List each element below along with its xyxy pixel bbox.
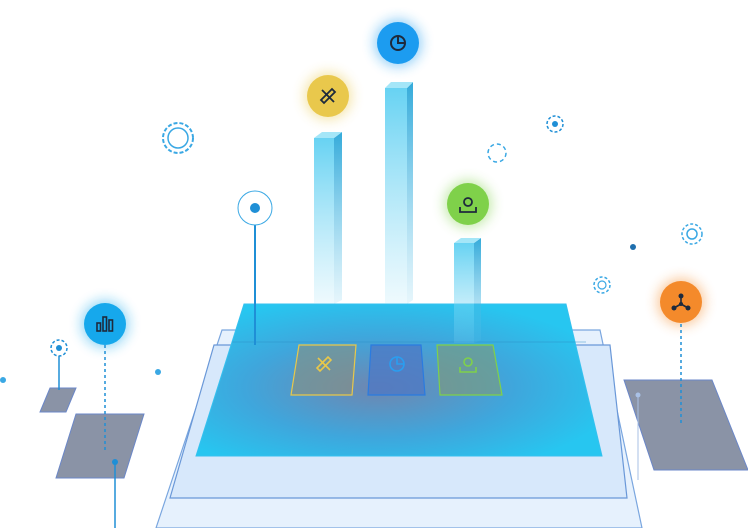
map-pin-icon bbox=[459, 357, 477, 373]
pie-chart-icon bbox=[389, 356, 405, 372]
platform-tile-pie bbox=[367, 344, 426, 396]
map-pin-icon bbox=[459, 197, 477, 213]
base-platform bbox=[155, 303, 643, 528]
network-icon bbox=[671, 293, 691, 311]
badge-pen bbox=[304, 72, 352, 120]
badge-pie bbox=[374, 19, 422, 67]
badge-network bbox=[657, 278, 705, 326]
pencil-ruler-icon bbox=[315, 355, 333, 373]
badge-chart bbox=[81, 300, 129, 348]
badge-map bbox=[444, 180, 492, 228]
target-marker-left bbox=[50, 339, 68, 390]
right-slate-tile bbox=[623, 324, 748, 480]
target-marker-right bbox=[546, 115, 564, 285]
platform-tile-map bbox=[436, 344, 503, 396]
left-slate-tiles bbox=[39, 345, 145, 528]
decorative-rings bbox=[162, 122, 703, 294]
bar-pen bbox=[314, 132, 342, 304]
pencil-ruler-icon bbox=[319, 87, 337, 105]
bar-pie bbox=[385, 82, 413, 304]
location-pin-marker bbox=[237, 190, 273, 345]
pie-chart-icon bbox=[390, 35, 406, 51]
bar-map bbox=[454, 238, 481, 343]
platform-tile-pen bbox=[290, 344, 357, 396]
stem-lines bbox=[0, 244, 636, 490]
bar-chart-icon bbox=[96, 316, 114, 332]
